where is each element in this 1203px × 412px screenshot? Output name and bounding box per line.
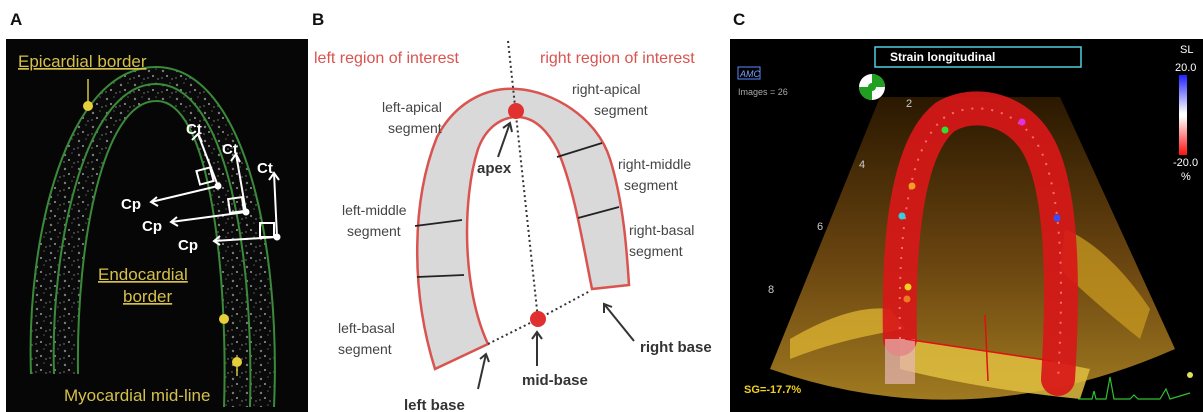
- right-basal-label-2: segment: [629, 243, 683, 259]
- scale-min: -20.0: [1173, 157, 1198, 169]
- depth-tick-8: 8: [768, 284, 774, 296]
- left-apical-label-2: segment: [388, 120, 442, 136]
- endocardial-label-2: border: [123, 287, 172, 306]
- left-middle-label-1: left-middle: [342, 202, 407, 218]
- sample-point-1: [215, 183, 222, 190]
- left-basal-label-2: segment: [338, 341, 392, 357]
- ct-label-3: Ct: [257, 160, 273, 177]
- color-scale-bar: [1179, 75, 1187, 155]
- right-apical-label-2: segment: [594, 102, 648, 118]
- myocardium-outline: [417, 89, 629, 369]
- segment-marker-magenta: [1019, 119, 1026, 126]
- panel-b-diagram: left region of interest right region of …: [312, 39, 726, 412]
- left-base-label: left base: [404, 397, 465, 412]
- panel-a-ultrasound: Epicardial border Endocardial border Myo…: [6, 39, 308, 412]
- left-apical-label-1: left-apical: [382, 99, 442, 115]
- strain-title: Strain longitudinal: [890, 50, 995, 64]
- right-apical-label-1: right-apical: [572, 81, 640, 97]
- depth-tick-6: 6: [817, 221, 823, 233]
- apex-point: [508, 103, 524, 119]
- ct-label-1: Ct: [186, 121, 202, 138]
- endocardial-label-1: Endocardial: [98, 265, 188, 284]
- mid-base-label: mid-base: [522, 372, 588, 389]
- left-middle-label-2: segment: [347, 223, 401, 239]
- logo: AMC: [739, 69, 761, 79]
- scale-max: 20.0: [1175, 62, 1196, 74]
- segment-marker-orange: [909, 183, 916, 190]
- right-roi-label: right region of interest: [540, 50, 695, 67]
- right-basal-label-1: right-basal: [629, 222, 694, 238]
- scale-label: SL: [1180, 44, 1193, 56]
- panel-b-canvas: left region of interest right region of …: [312, 39, 726, 412]
- cp-label-2: Cp: [142, 218, 162, 235]
- midline-dot: [232, 357, 242, 367]
- panel-letter-b: B: [312, 10, 324, 30]
- ct-label-2: Ct: [222, 141, 238, 158]
- left-basal-label-1: left-basal: [338, 320, 395, 336]
- right-middle-label-1: right-middle: [618, 156, 691, 172]
- images-count: Images = 26: [738, 87, 788, 97]
- segment-marker-orange-2: [904, 296, 911, 303]
- depth-tick-2: 2: [906, 98, 912, 110]
- cp-label-3: Cp: [178, 237, 198, 254]
- apex-label: apex: [477, 160, 512, 177]
- left-base-line: [488, 319, 538, 344]
- mid-base-point: [530, 311, 546, 327]
- midline-label: Myocardial mid-line: [64, 386, 210, 405]
- cp-label-1: Cp: [121, 196, 141, 213]
- right-middle-label-2: segment: [624, 177, 678, 193]
- segment-marker-yellow: [905, 284, 912, 291]
- panel-a-canvas: Epicardial border Endocardial border Myo…: [6, 39, 308, 412]
- panel-c-strain-echo: Strain longitudinal AMC Images = 26 2 4 …: [730, 39, 1203, 412]
- panel-letter-c: C: [733, 10, 745, 30]
- left-roi-label: left region of interest: [314, 50, 460, 67]
- right-base-label: right base: [640, 339, 712, 356]
- segment-marker-blue: [1054, 215, 1061, 222]
- sample-point-2: [243, 209, 250, 216]
- myocardium-band: [31, 67, 275, 407]
- epicardial-dot: [83, 101, 93, 111]
- panel-c-canvas: Strain longitudinal AMC Images = 26 2 4 …: [730, 39, 1203, 412]
- epicardial-label: Epicardial border: [18, 52, 147, 71]
- panel-letter-a: A: [10, 10, 22, 30]
- global-strain-readout: SG=-17.7%: [744, 384, 801, 396]
- ecg-marker: [1187, 372, 1193, 378]
- endocardial-dot: [219, 314, 229, 324]
- right-base-line: [538, 291, 590, 319]
- bullseye-icon: [859, 74, 885, 100]
- long-axis-line: [508, 41, 538, 319]
- segment-marker-green: [942, 127, 949, 134]
- depth-tick-4: 4: [859, 159, 865, 171]
- segment-marker-cyan: [899, 213, 906, 220]
- ecg-trace: [1078, 377, 1190, 399]
- scale-unit: %: [1181, 171, 1191, 183]
- sample-point-3: [274, 234, 281, 241]
